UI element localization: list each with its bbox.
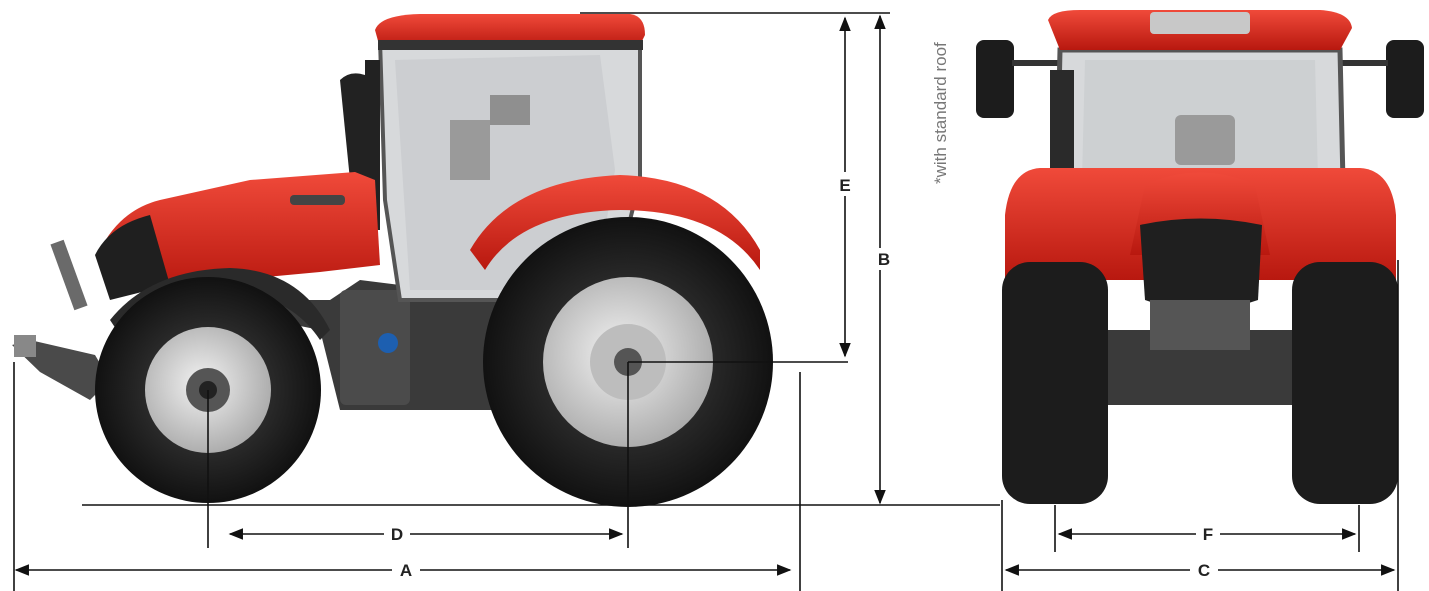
dimension-label-d: D: [391, 525, 403, 544]
cab: [340, 38, 642, 302]
grille: [95, 215, 170, 300]
cab-roof: [375, 14, 645, 48]
front-axle: [1090, 330, 1310, 405]
front-grille: [1140, 218, 1262, 310]
front-left-tyre: [1002, 262, 1108, 504]
dimension-label-a: A: [400, 561, 412, 580]
left-mirror: [976, 40, 1072, 118]
right-mirror: [1326, 40, 1424, 118]
standard-roof-note: *with standard roof: [931, 42, 950, 184]
dimension-lines: [13, 12, 1399, 591]
dimension-label-f: F: [1203, 525, 1213, 544]
dimension-label-c: C: [1198, 561, 1210, 580]
rear-fender: [470, 175, 760, 270]
fuel-tank: [340, 290, 410, 405]
dimension-label-b: B: [878, 250, 890, 269]
dimension-label-e: E: [839, 176, 850, 195]
side-view: [12, 14, 773, 507]
front-right-tyre: [1292, 262, 1398, 504]
front-linkage: [12, 239, 110, 400]
front-view: [976, 10, 1424, 504]
fuel-cap-icon: [378, 333, 398, 353]
